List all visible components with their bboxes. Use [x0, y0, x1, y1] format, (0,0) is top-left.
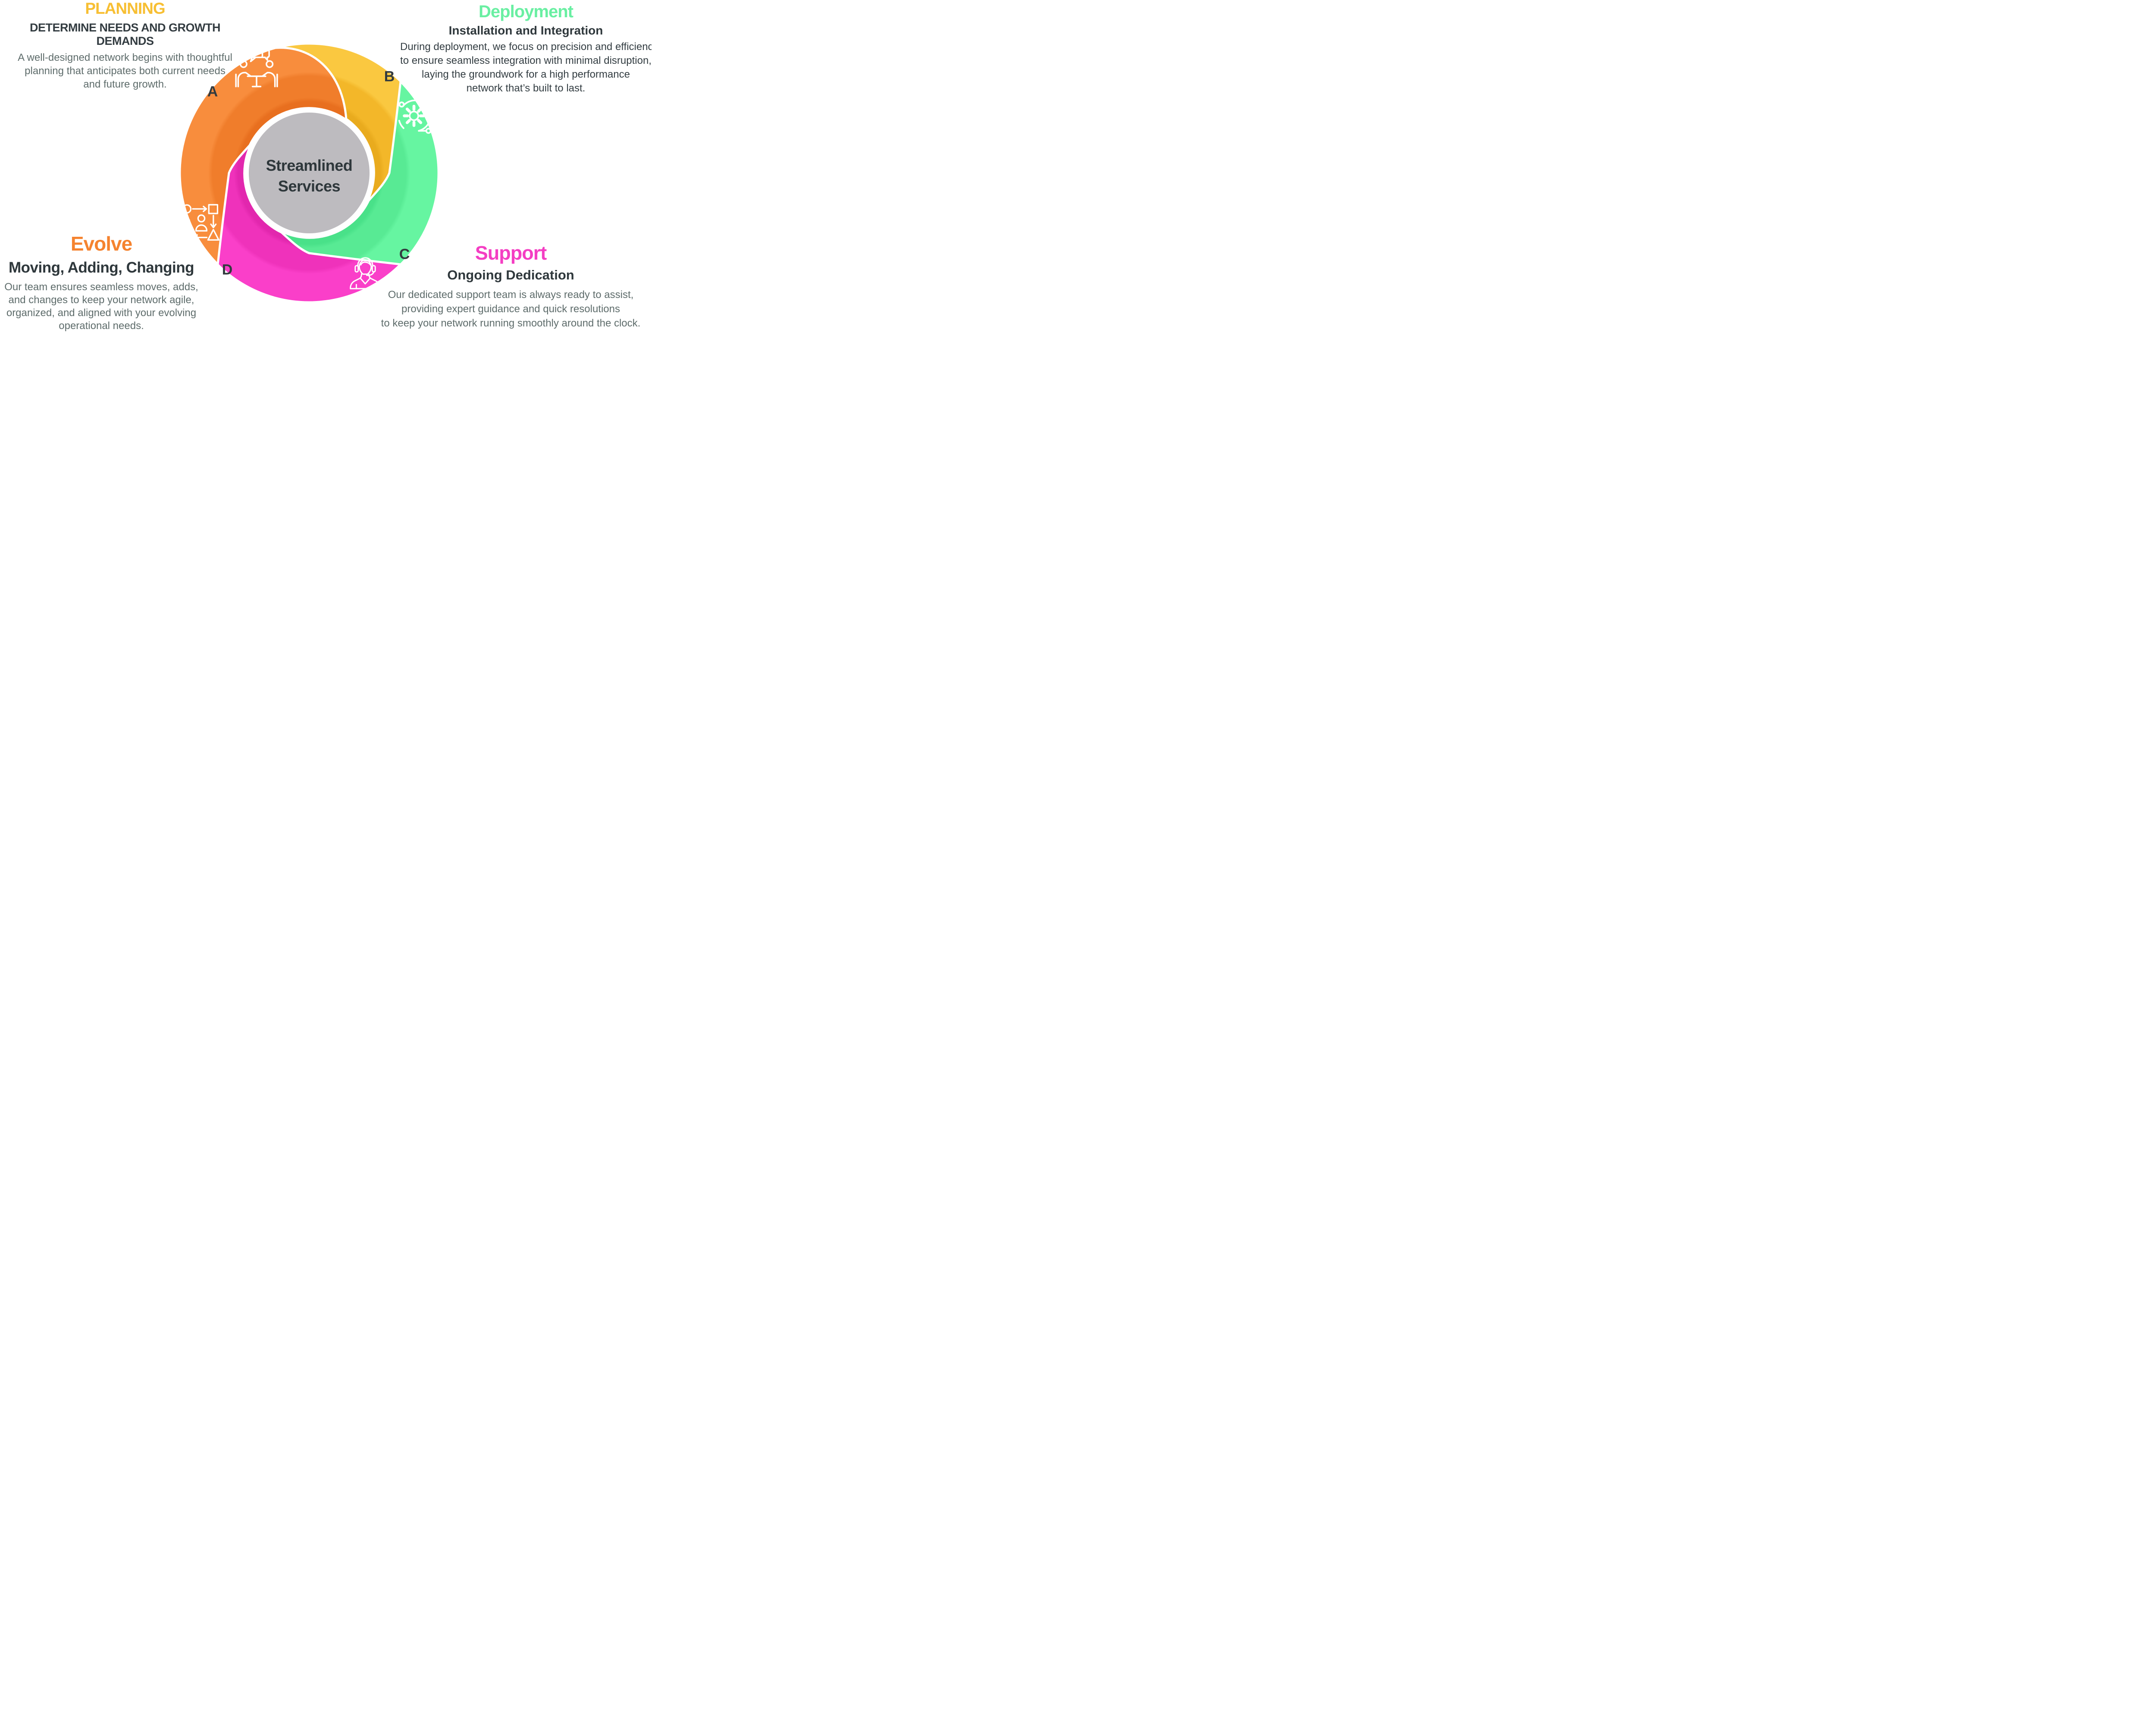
evolve-section: Evolve Moving, Adding, Changing Our team…	[0, 233, 203, 333]
support-section: Support Ongoing Dedication Our dedicated…	[370, 242, 652, 330]
step-letter-a: A	[207, 83, 218, 100]
planning-description: A well-designed network begins with thou…	[18, 52, 232, 91]
support-title: Support	[475, 242, 547, 264]
evolve-title: Evolve	[70, 232, 132, 255]
center-circle	[249, 113, 370, 233]
meeting-discussion-icon	[234, 46, 279, 91]
pinwheel-diagram	[0, 0, 652, 342]
step-letter-c: C	[399, 246, 410, 263]
planning-title: PLANNING	[85, 0, 165, 17]
step-letter-d: D	[222, 261, 233, 278]
center-title: Streamlined Services	[266, 155, 353, 197]
deployment-title: Deployment	[479, 2, 573, 21]
planning-section: PLANNING DETERMINE NEEDS AND GROWTH DEMA…	[0, 0, 250, 91]
support-subtitle: Ongoing Dedication	[447, 267, 574, 282]
planning-subtitle: DETERMINE NEEDS AND GROWTH DEMANDS	[29, 21, 221, 47]
center-title-line1: Streamlined	[266, 157, 353, 174]
step-letter-b: B	[384, 68, 395, 85]
evolve-description: Our team ensures seamless moves, adds, a…	[4, 281, 198, 332]
deployment-section: Deployment Installation and Integration …	[400, 2, 652, 95]
support-description: Our dedicated support team is always rea…	[381, 289, 641, 329]
center-title-line2: Services	[278, 177, 341, 195]
deployment-subtitle: Installation and Integration	[448, 24, 603, 38]
agile-process-gear-icon	[390, 93, 438, 141]
infographic-canvas: Streamlined Services	[0, 0, 652, 342]
support-agent-headset-icon	[347, 255, 384, 292]
evolve-subtitle: Moving, Adding, Changing	[9, 259, 194, 276]
workflow-change-icon	[181, 203, 222, 244]
deployment-description: During deployment, we focus on precision…	[400, 41, 652, 94]
